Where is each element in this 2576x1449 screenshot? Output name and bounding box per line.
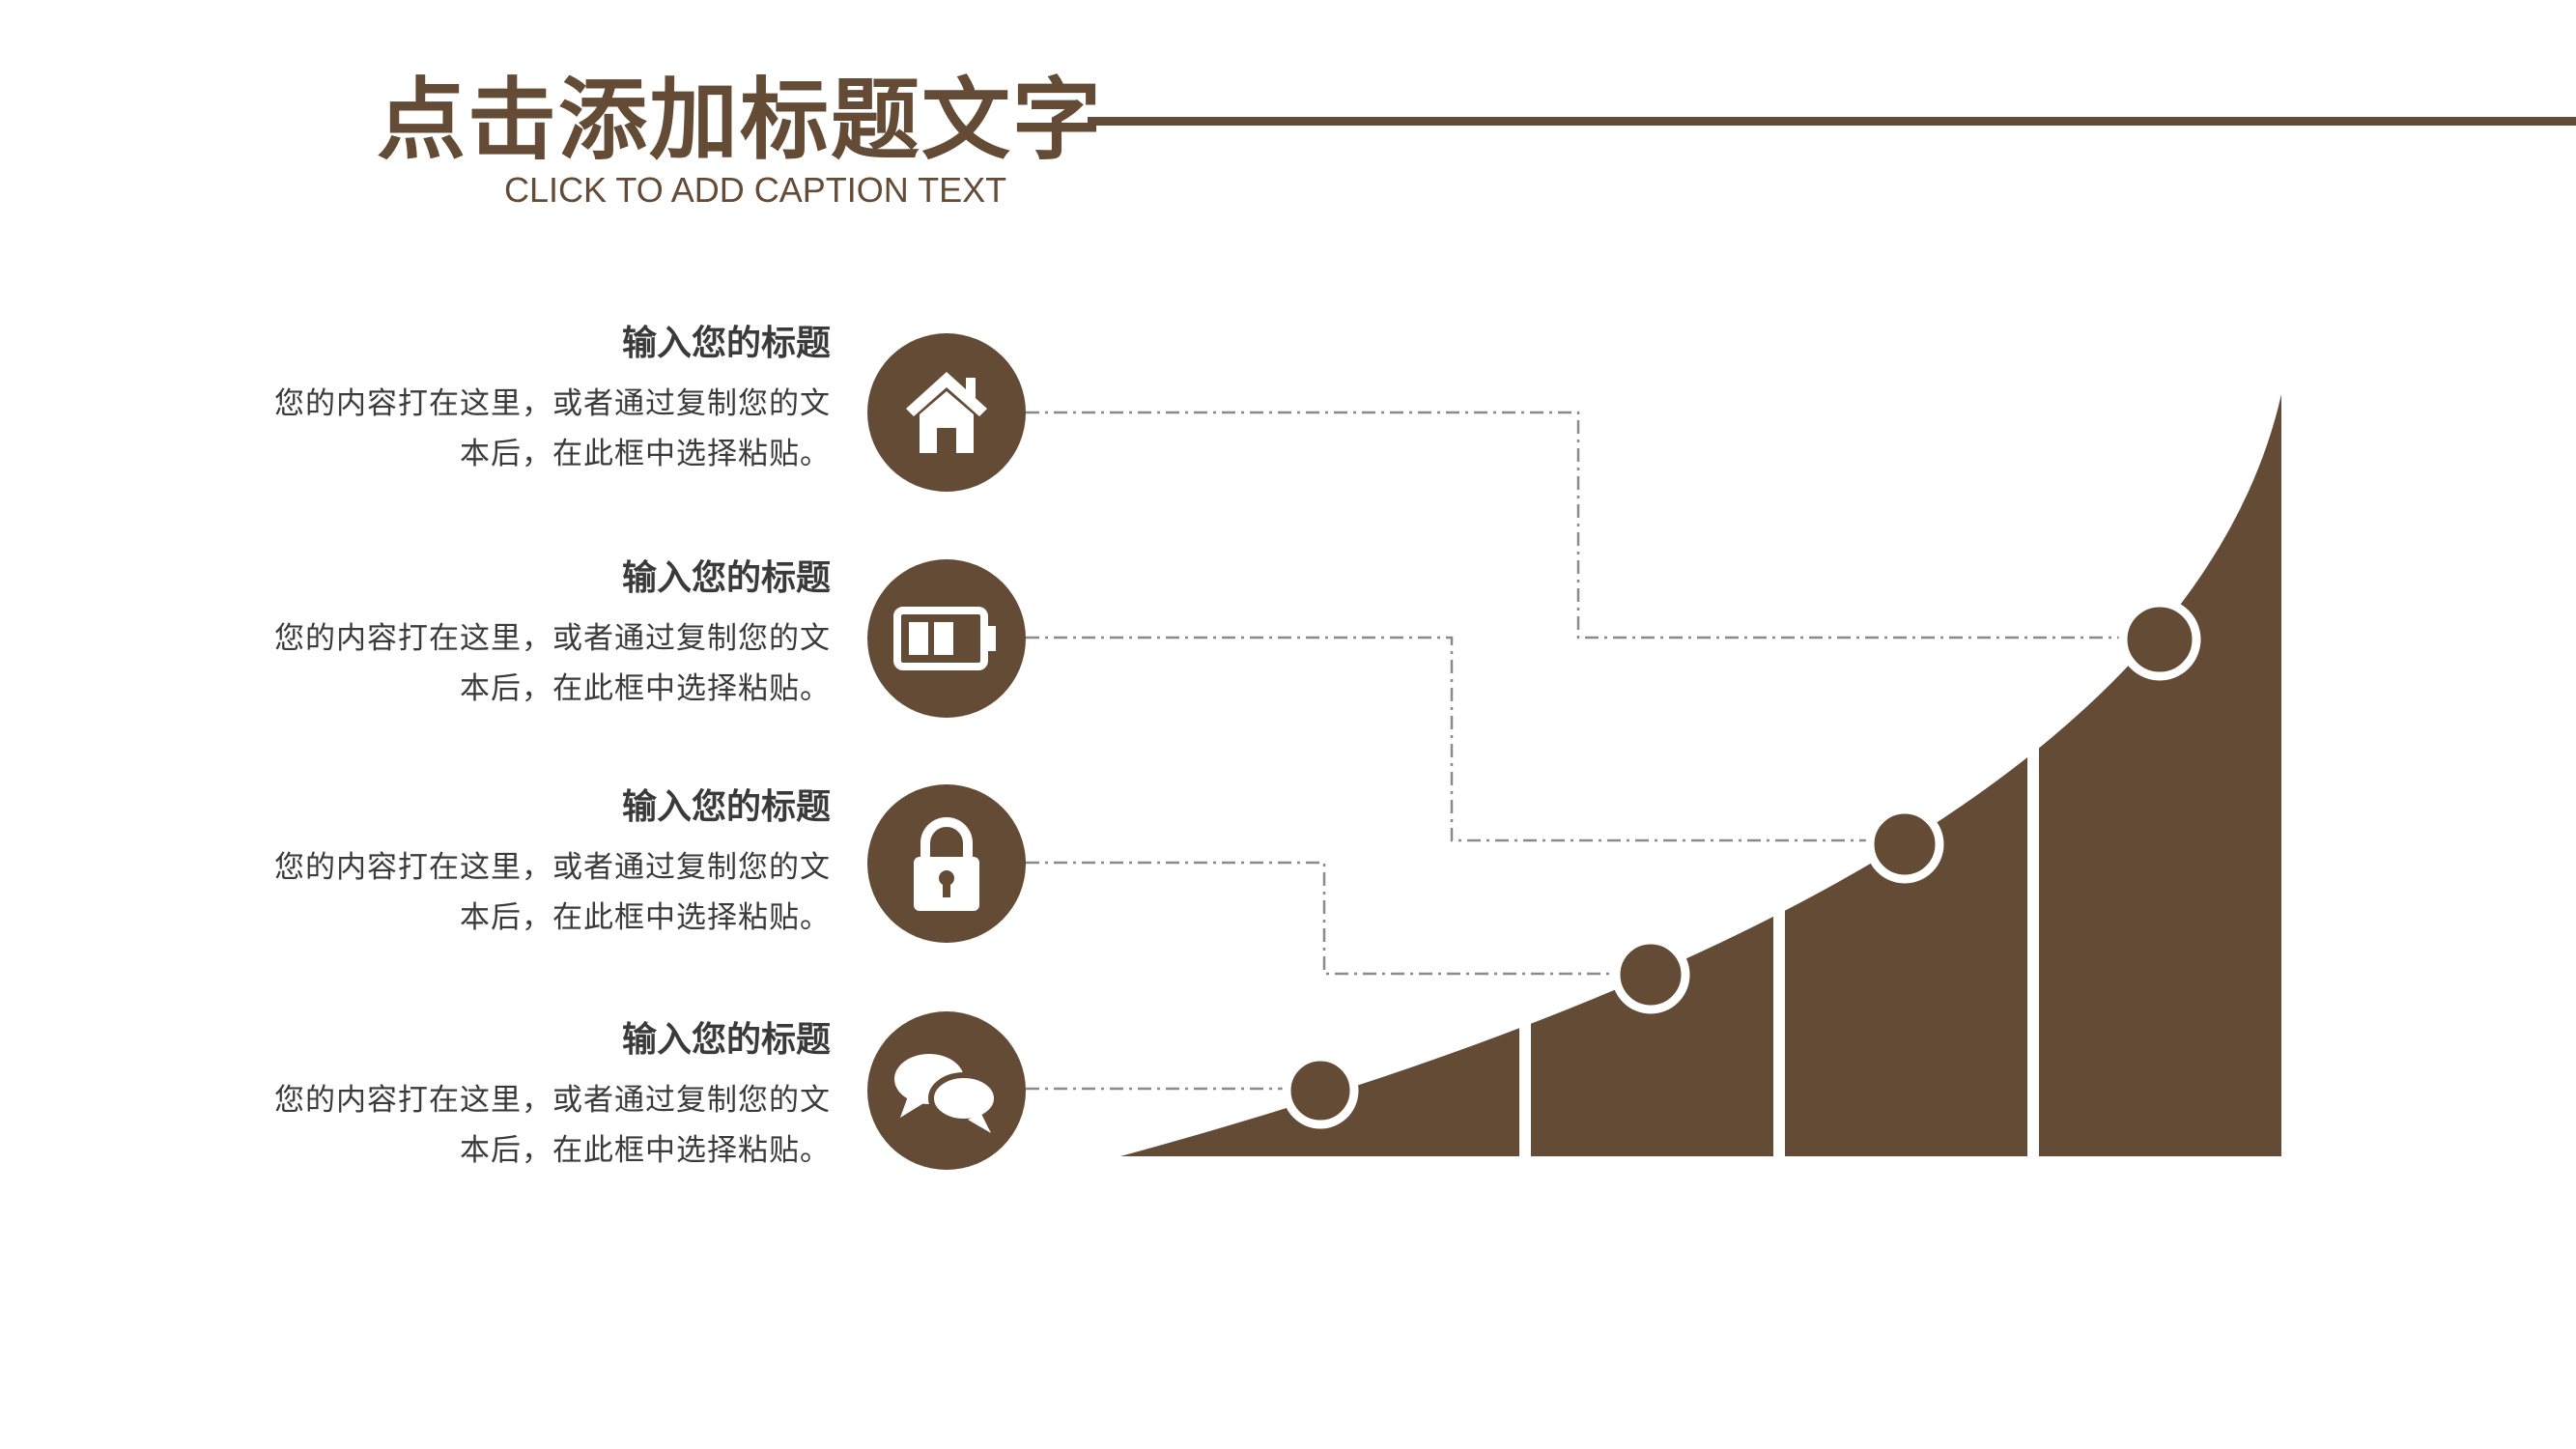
title-rule	[1088, 117, 2576, 126]
item-body-line: 您的内容打在这里，或者通过复制您的文	[274, 621, 831, 656]
item-heading[interactable]: 输入您的标题	[621, 324, 831, 363]
item-body-line: 本后，在此框中选择粘贴。	[460, 671, 831, 706]
lock-icon	[914, 817, 979, 911]
item-body-line: 本后，在此框中选择粘贴。	[460, 437, 831, 471]
milestone-marker[interactable]	[2118, 598, 2201, 681]
home-icon-circle[interactable]	[867, 333, 1026, 492]
growth-column	[2039, 394, 2281, 1156]
item-body[interactable]: 您的内容打在这里，或者通过复制您的文 本后，在此框中选择粘贴。	[193, 379, 831, 479]
battery-icon	[893, 607, 996, 670]
item-body-line: 本后，在此框中选择粘贴。	[460, 1133, 831, 1168]
list-item: 输入您的标题 您的内容打在这里，或者通过复制您的文 本后，在此框中选择粘贴。	[193, 555, 831, 714]
item-heading[interactable]: 输入您的标题	[621, 558, 831, 598]
growth-column	[1120, 394, 1519, 1156]
list-item: 输入您的标题 您的内容打在这里，或者通过复制您的文 本后，在此框中选择粘贴。	[193, 321, 831, 479]
item-body-line: 本后，在此框中选择粘贴。	[460, 900, 831, 935]
battery-icon-circle[interactable]	[867, 559, 1026, 718]
item-body[interactable]: 您的内容打在这里，或者通过复制您的文 本后，在此框中选择粘贴。	[193, 842, 831, 943]
connector-line	[1026, 411, 2160, 639]
item-body[interactable]: 您的内容打在这里，或者通过复制您的文 本后，在此框中选择粘贴。	[193, 1075, 831, 1176]
connector-line	[1026, 861, 1651, 976]
list-item: 输入您的标题 您的内容打在这里，或者通过复制您的文 本后，在此框中选择粘贴。	[193, 1017, 831, 1176]
item-body-line: 您的内容打在这里，或者通过复制您的文	[274, 386, 831, 421]
chat-bubbles-icon	[894, 1054, 1000, 1133]
chat-icon-circle[interactable]	[867, 1011, 1026, 1170]
item-heading[interactable]: 输入您的标题	[621, 1020, 831, 1060]
page-title: 点击添加标题文字	[377, 69, 1104, 172]
list-item: 输入您的标题 您的内容打在这里，或者通过复制您的文 本后，在此框中选择粘贴。	[193, 784, 831, 943]
growth-column	[1531, 394, 1773, 1156]
page-subtitle: CLICK TO ADD CAPTION TEXT	[504, 170, 1007, 210]
growth-column	[1785, 394, 2027, 1156]
item-heading[interactable]: 输入您的标题	[621, 787, 831, 827]
home-icon	[906, 372, 987, 453]
milestone-marker[interactable]	[1611, 935, 1690, 1014]
milestone-marker[interactable]	[1282, 1052, 1359, 1129]
lock-icon-circle[interactable]	[867, 784, 1026, 943]
connector-line	[1026, 636, 1905, 842]
item-body-line: 您的内容打在这里，或者通过复制您的文	[274, 850, 831, 885]
item-body[interactable]: 您的内容打在这里，或者通过复制您的文 本后，在此框中选择粘贴。	[193, 613, 831, 714]
item-body-line: 您的内容打在这里，或者通过复制您的文	[274, 1083, 831, 1118]
milestone-marker[interactable]	[1865, 805, 1944, 884]
